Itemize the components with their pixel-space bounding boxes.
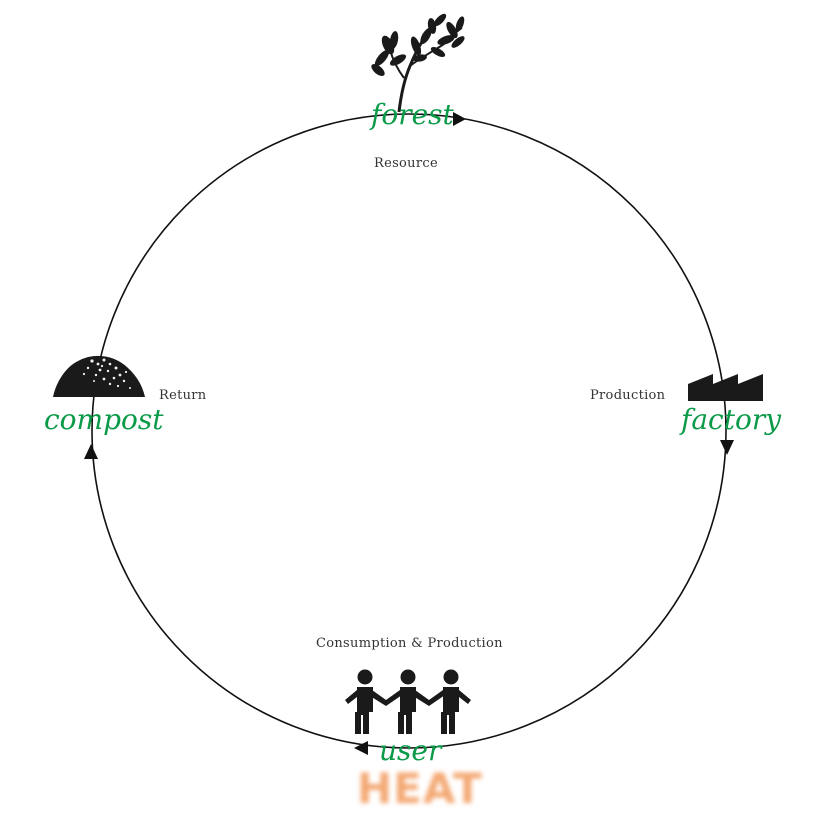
forest-label: forest xyxy=(371,98,454,131)
bamboo-plant-icon xyxy=(371,13,465,113)
production-edge-label: Production xyxy=(590,388,666,403)
factory-icon xyxy=(688,374,763,401)
resource-edge-label: Resource xyxy=(374,156,438,171)
arrow-forest-to-factory xyxy=(453,112,466,126)
people-holding-hands-icon xyxy=(345,669,471,734)
arrow-user-to-compost xyxy=(354,741,368,755)
return-edge-label: Return xyxy=(159,388,207,403)
arrow-factory-to-user xyxy=(720,440,734,455)
user-label: user xyxy=(379,734,442,767)
arrow-compost-to-forest xyxy=(84,444,98,459)
heat-overlay-text: HEAT xyxy=(357,764,483,813)
compost-label: compost xyxy=(44,403,164,436)
cycle-circle xyxy=(91,113,727,749)
consumption-edge-label: Consumption & Production xyxy=(316,636,503,651)
factory-label: factory xyxy=(681,403,782,436)
compost-mound-icon xyxy=(53,355,145,397)
